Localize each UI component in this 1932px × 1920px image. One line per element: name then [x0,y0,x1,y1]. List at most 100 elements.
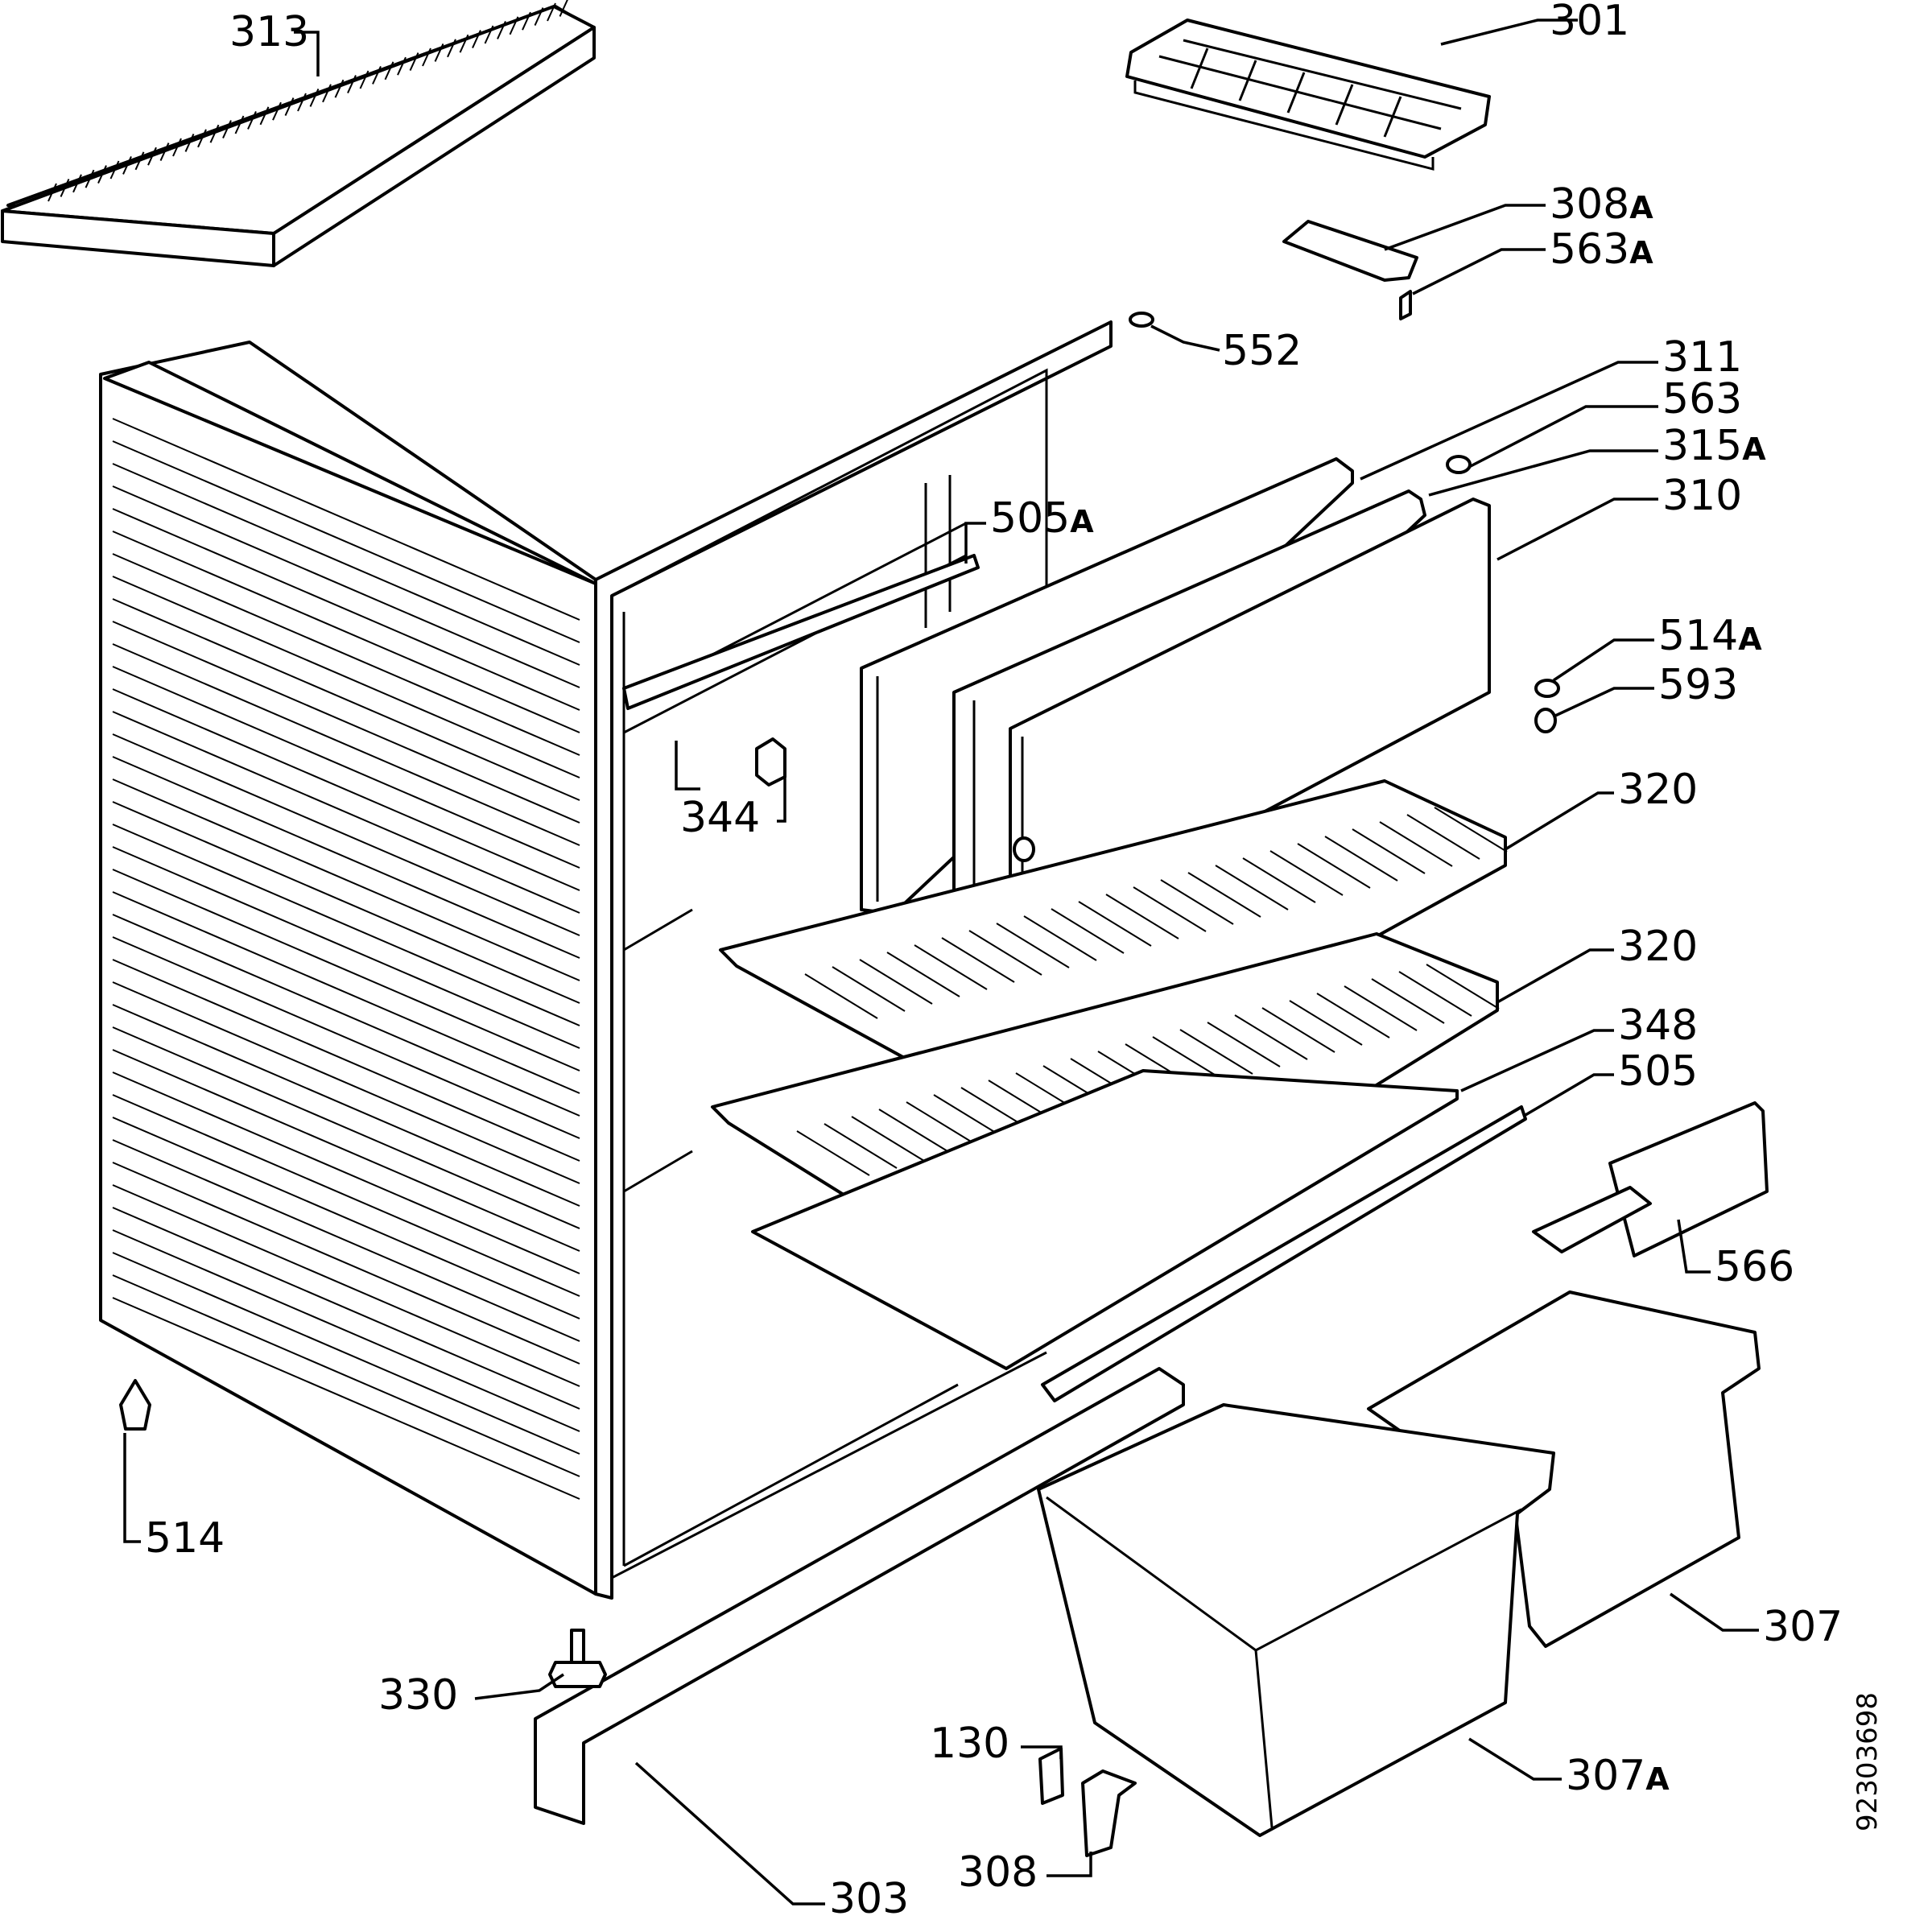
hatch-line [1269,850,1344,896]
hatch-line [112,801,580,1004]
hatch-line [112,576,580,778]
hatch-line [112,824,580,1026]
hatch-line [906,1101,980,1147]
hatch-line [334,79,345,98]
hatch-line [85,169,95,188]
hatch-line [112,1207,580,1410]
hatch-line [112,756,580,959]
hatch-line [914,944,988,990]
hatch-line [112,508,580,711]
hatch-line [1297,843,1371,889]
hatch-line [112,1229,580,1432]
label-320-lower: 320 [1618,923,1699,971]
label-514A: 514A [1658,612,1762,660]
label-308A: 308A [1550,180,1653,229]
hatch-line [112,733,580,936]
upper-hinge [1282,220,1418,320]
hatch-line [1261,1007,1335,1053]
hatch-line [112,1094,580,1297]
kick-plate [534,1367,1185,1825]
hatch-line [112,621,580,824]
hatch-line [112,1274,580,1477]
hatch-line [112,1049,580,1252]
hatch-line [209,124,220,143]
hatch-line [1316,993,1390,1038]
hatch-line [1324,836,1398,882]
hatch-line [804,973,878,1019]
hatch-line [851,1116,925,1162]
hatch-line [47,183,57,202]
hatch-line [1160,879,1234,925]
hatch-line [372,65,382,85]
hatch-line [1289,1000,1363,1046]
hatch-line [347,75,357,94]
hatch-line [1379,821,1453,867]
hatch-line [459,34,469,53]
label-348: 348 [1618,1001,1699,1050]
hatch-line [509,16,519,35]
hatch-line [112,485,580,688]
bin-left [1037,1403,1555,1837]
hatch-line [112,666,580,869]
hatch-line [1078,901,1152,947]
hatch-line [112,463,580,666]
hatch-line [112,1252,580,1455]
hatch-line [397,56,407,76]
hatch-line [112,643,580,846]
hatch-line [434,43,444,62]
hatch-line [1215,865,1289,910]
label-301: 301 [1550,0,1630,45]
hatch-line [1179,1029,1253,1075]
hatch-line [112,1004,580,1207]
label-552: 552 [1222,327,1302,375]
hatch-line [1434,807,1508,853]
hatch-line [112,1139,580,1342]
hatch-line [409,52,419,72]
hatch-line [112,440,580,643]
hatch-line [259,106,270,126]
hatch-line [112,688,580,891]
ice-tray [1125,19,1491,171]
hatch-line [247,110,257,130]
hatch-line [1234,1014,1308,1060]
hatch-line [197,129,207,148]
hatch-line [559,0,568,17]
hatch-line [272,101,282,121]
hatch-line [1187,872,1261,918]
hatch-line [1023,915,1097,961]
hatch-line [112,711,580,914]
hatch-line [859,959,933,1005]
small-fasteners [119,312,1560,1431]
hatch-line [97,165,107,184]
hatch-line [112,914,580,1117]
hatch-line [112,981,580,1184]
hatch-line [878,1109,952,1154]
hatch-line [184,133,195,152]
hatch-line [72,174,82,193]
hatch-line [547,2,556,22]
upper-rail [622,554,980,710]
hatch-line [322,84,332,103]
label-310: 310 [1662,472,1743,520]
hatch-line [112,531,580,733]
hatch-line [112,778,580,981]
hatch-line [1133,886,1207,932]
hatch-line [1207,1022,1281,1067]
cabinet-body [99,320,1113,1600]
hatch-line [222,120,232,139]
hatch-line [297,93,307,112]
top-cover [1,0,596,267]
hatch-line [1242,857,1316,903]
hatch-line [1352,828,1426,874]
hatch-line [832,966,906,1012]
hatch-line [1344,985,1418,1031]
hatch-line [534,7,544,27]
label-344: 344 [680,794,761,842]
hatch-line [522,11,531,31]
leader-lines [123,19,1759,1906]
lower-hinge [1038,1747,1137,1857]
label-566: 566 [1715,1243,1795,1291]
leveling-foot [548,1629,607,1688]
hatch-line [109,160,120,180]
hatch-line [147,147,157,166]
